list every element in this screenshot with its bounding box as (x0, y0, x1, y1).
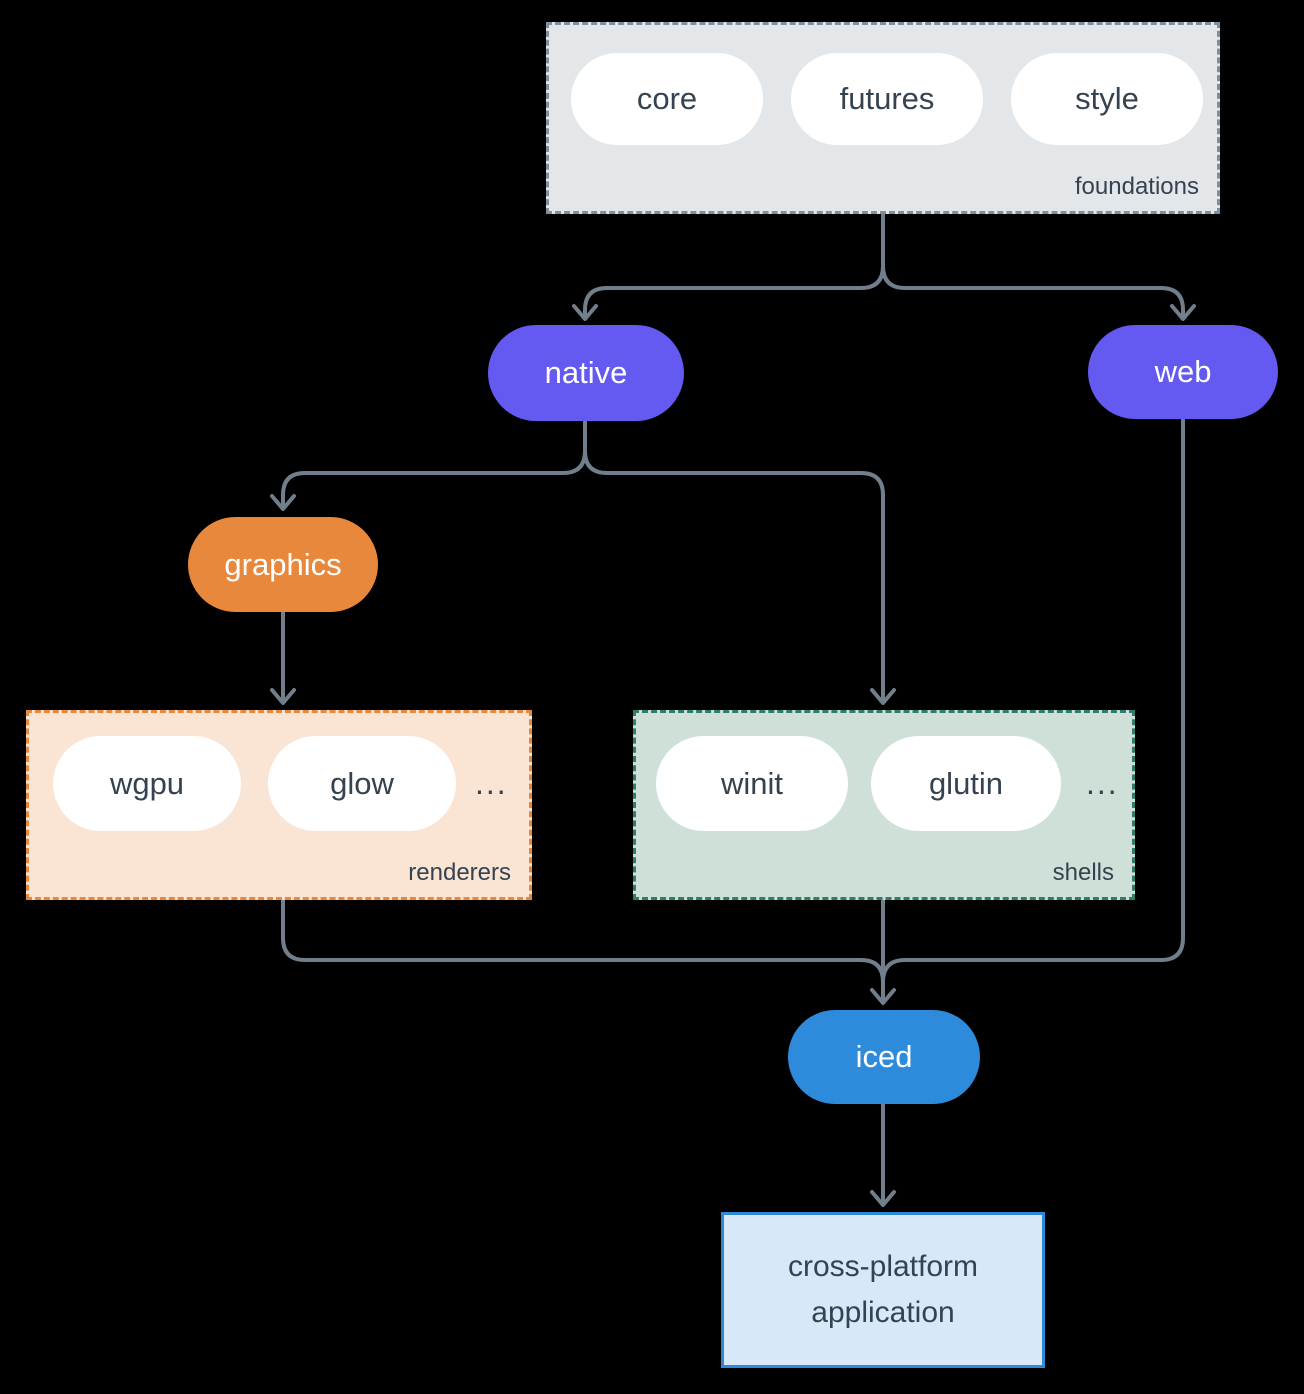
pill-glutin-label: glutin (928, 765, 1004, 801)
pill-winit-label: winit (720, 765, 783, 801)
pill-futures: futures (791, 53, 983, 145)
pill-winit: winit (656, 736, 848, 831)
arrow-down-icon (1170, 304, 1196, 321)
pill-glow: glow (268, 736, 456, 831)
group-foundations-label: foundations (1074, 173, 1199, 200)
edge-foundations-native (583, 212, 885, 320)
node-graphics: graphics (188, 517, 378, 612)
group-renderers: wgpu glow ... renderers (26, 710, 532, 900)
pill-glow-label: glow (330, 765, 394, 801)
application-label-line1: cross-platform (787, 1249, 979, 1283)
group-shells: winit glutin ... shells (633, 710, 1135, 900)
node-iced: iced (788, 1010, 980, 1104)
edge-web-iced (881, 417, 1185, 984)
group-shells-label: shells (1052, 859, 1114, 886)
node-native: native (488, 325, 684, 421)
application-box: cross-platform application (721, 1212, 1045, 1368)
node-web-label: web (1154, 354, 1212, 389)
edge-native-shells (583, 419, 885, 704)
pill-style: style (1011, 53, 1203, 145)
arrow-down-icon (870, 688, 896, 705)
node-iced-label: iced (855, 1039, 913, 1074)
node-web: web (1088, 325, 1278, 419)
edge-foundations-web (881, 212, 1185, 320)
pill-core-label: core (636, 81, 698, 116)
arrow-down-icon (270, 494, 296, 511)
edge-native-graphics (281, 419, 587, 510)
node-native-label: native (544, 355, 628, 390)
arrow-down-icon (870, 988, 896, 1005)
pill-wgpu: wgpu (53, 736, 241, 831)
pill-core: core (571, 53, 763, 145)
arrow-down-icon (572, 304, 598, 321)
arrow-down-icon (270, 688, 296, 705)
pill-style-label: style (1075, 81, 1139, 116)
group-foundations: core futures style foundations (546, 22, 1220, 214)
group-renderers-label: renderers (408, 859, 511, 886)
application-label-line2: application (811, 1296, 955, 1329)
renderers-ellipsis: ... (475, 765, 508, 801)
node-graphics-label: graphics (224, 546, 342, 582)
edge-renderers-iced (281, 898, 885, 984)
arrow-down-icon (870, 1190, 896, 1207)
pill-wgpu-label: wgpu (109, 765, 185, 801)
pill-futures-label: futures (839, 81, 935, 116)
shells-ellipsis: ... (1086, 765, 1119, 801)
pill-glutin: glutin (871, 736, 1061, 831)
